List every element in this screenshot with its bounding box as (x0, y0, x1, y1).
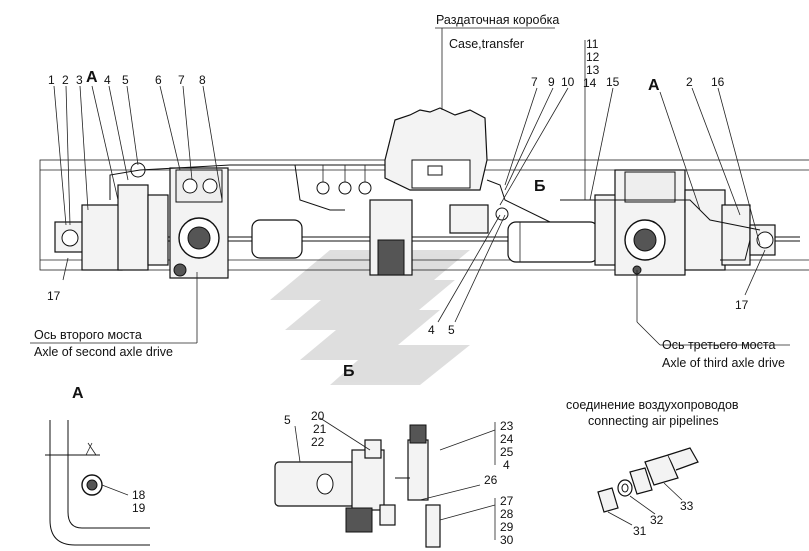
third-axle-drive (594, 169, 776, 276)
third-axle-label-ru: Ось третьего моста (662, 338, 775, 352)
callout-1: 1 (48, 73, 55, 87)
watermark-logo (270, 250, 470, 385)
callout-15: 15 (606, 75, 620, 89)
callout-8: 8 (199, 73, 206, 87)
callout-11: 11 (586, 37, 599, 51)
callout-5-mid: 5 (448, 323, 455, 337)
connection-label-ru: соединение воздухопроводов (566, 398, 739, 412)
transfer-case-label-ru: Раздаточная коробка (436, 13, 559, 27)
callout-6: 6 (155, 73, 162, 87)
detail-b: Б 5 20 21 22 23 24 25 4 26 27 28 29 30 (274, 363, 514, 548)
transfer-case-label-en: Case,transfer (449, 37, 524, 51)
transfer-case (369, 107, 488, 276)
second-axle-drive (54, 162, 229, 279)
callout-3: 3 (76, 73, 83, 87)
callout-17-left: 17 (47, 289, 61, 303)
callout-24: 24 (500, 432, 514, 446)
callout-16: 16 (711, 75, 725, 89)
valve-group (295, 164, 509, 234)
connection-detail: соединение воздухопроводов connecting ai… (566, 398, 739, 538)
callout-2-right: 2 (686, 75, 693, 89)
callout-17-right: 17 (735, 298, 749, 312)
callout-14: 14 (583, 76, 597, 90)
callout-2: 2 (62, 73, 69, 87)
callout-13: 13 (586, 63, 600, 77)
callout-32: 32 (650, 513, 664, 527)
main-callouts: 1 2 3 А 4 5 6 7 8 17 Раздаточная коробка… (34, 13, 785, 370)
second-axle-label-ru: Ось второго моста (34, 328, 142, 342)
third-axle-label-en: Axle of third axle drive (662, 356, 785, 370)
callout-7: 7 (178, 73, 185, 87)
detail-a: А 18 19 (45, 385, 150, 546)
connection-label-en: connecting air pipelines (588, 414, 719, 428)
callout-31: 31 (633, 524, 647, 538)
callout-25: 25 (500, 445, 514, 459)
detail-a-title: А (72, 385, 84, 402)
callout-28: 28 (500, 507, 514, 521)
callout-27: 27 (500, 494, 514, 508)
detail-b-title: Б (343, 363, 355, 380)
view-a-marker-left: А (86, 69, 98, 86)
callout-5: 5 (122, 73, 129, 87)
callout-4: 4 (104, 73, 111, 87)
callout-22: 22 (311, 435, 325, 449)
callout-29: 29 (500, 520, 514, 534)
callout-30: 30 (500, 533, 514, 547)
callout-7-right: 7 (531, 75, 538, 89)
second-axle-label-en: Axle of second axle drive (34, 345, 173, 359)
air-receiver-left (251, 219, 303, 259)
callout-19: 19 (132, 501, 146, 515)
callout-20: 20 (311, 409, 325, 423)
callout-9: 9 (548, 75, 555, 89)
view-a-marker-right: А (648, 77, 660, 94)
callout-23: 23 (500, 419, 514, 433)
callout-12: 12 (586, 50, 600, 64)
leader-lines (30, 27, 790, 346)
callout-33: 33 (680, 499, 694, 513)
callout-21: 21 (313, 422, 327, 436)
callout-4-b: 4 (503, 458, 510, 472)
callout-5-b: 5 (284, 413, 291, 427)
callout-26: 26 (484, 473, 498, 487)
callout-4-mid: 4 (428, 323, 435, 337)
view-b-marker-main: Б (534, 178, 546, 195)
callout-10: 10 (561, 75, 575, 89)
air-receiver-right (507, 221, 599, 263)
callout-18: 18 (132, 488, 146, 502)
